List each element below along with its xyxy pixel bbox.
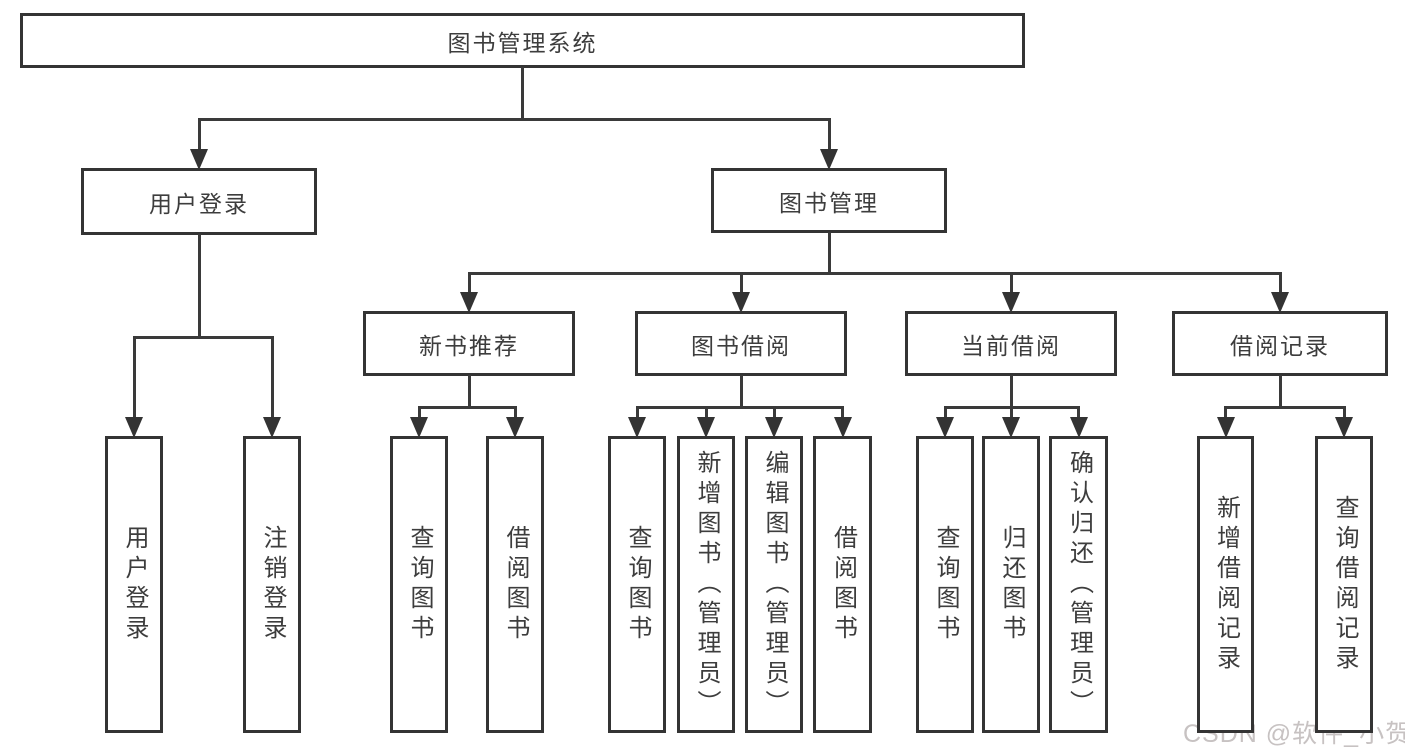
connector-stem-current-borrow (1009, 375, 1013, 408)
connector-bar-user-login (132, 336, 274, 339)
arrow-down-icon-leaf-bb-query (628, 417, 646, 438)
connector-drop-user-login (197, 118, 201, 150)
node-leaf-user-login: 用户登录 (105, 436, 163, 733)
arrow-down-icon-leaf-nbr-query (410, 417, 428, 438)
node-label-current-borrow: 当前借阅 (961, 332, 1061, 359)
arrow-down-icon-book-borrow (732, 292, 750, 313)
node-label-leaf-br-query: 查询借阅记录 (1331, 494, 1358, 675)
node-leaf-nbr-borrow: 借阅图书 (486, 436, 544, 733)
arrow-down-icon-user-login (190, 149, 208, 170)
node-label-leaf-logout: 注销登录 (259, 524, 286, 645)
node-leaf-cb-query: 查询图书 (916, 436, 974, 733)
connector-stem-new-book-rec (467, 375, 471, 408)
connector-bar-book-mgmt (467, 272, 1282, 275)
connector-drop-book-mgmt (827, 118, 831, 150)
node-leaf-bb-edit: 编辑图书（管理员） (745, 436, 803, 733)
node-label-leaf-br-add: 新增借阅记录 (1212, 494, 1240, 675)
connector-drop-leaf-logout (270, 336, 274, 418)
node-book-mgmt: 图书管理 (711, 168, 947, 233)
node-label-leaf-cb-return: 归还图书 (998, 524, 1025, 645)
node-leaf-cb-return: 归还图书 (982, 436, 1040, 733)
node-label-leaf-bb-query: 查询图书 (624, 524, 651, 645)
arrow-down-icon-leaf-bb-borrow (833, 417, 852, 438)
node-label-user-login: 用户登录 (149, 190, 249, 217)
connector-drop-leaf-bb-add (704, 406, 708, 418)
node-label-leaf-nbr-borrow: 借阅图书 (502, 524, 529, 645)
connector-drop-book-borrow (739, 272, 743, 293)
connector-stem-book-borrow (739, 375, 743, 408)
arrow-down-icon-borrow-records (1271, 292, 1289, 313)
connector-drop-leaf-user-login (132, 336, 136, 418)
node-leaf-bb-borrow: 借阅图书 (813, 436, 872, 733)
node-label-leaf-bb-add: 新增图书（管理员） (693, 449, 720, 720)
node-leaf-cb-confirm: 确认归还（管理员） (1049, 436, 1108, 733)
arrow-down-icon-leaf-br-query (1335, 417, 1353, 438)
arrow-down-icon-current-borrow (1002, 292, 1020, 313)
node-label-leaf-bb-edit: 编辑图书（管理员） (761, 449, 788, 720)
node-new-book-rec: 新书推荐 (363, 311, 575, 376)
node-label-leaf-user-login: 用户登录 (121, 524, 148, 645)
node-label-leaf-cb-confirm: 确认归还（管理员） (1065, 449, 1093, 720)
node-borrow-records: 借阅记录 (1172, 311, 1388, 376)
arrow-down-icon-leaf-logout (263, 417, 281, 438)
arrow-down-icon-leaf-br-add (1216, 417, 1235, 438)
node-current-borrow: 当前借阅 (905, 311, 1117, 376)
connector-drop-leaf-br-add (1224, 406, 1227, 418)
connector-bar-borrow-records (1224, 406, 1346, 409)
connector-bar-book-borrow (635, 406, 844, 409)
connector-drop-leaf-bb-borrow (841, 406, 844, 418)
connector-drop-leaf-cb-query (943, 406, 947, 418)
connector-drop-leaf-cb-return (1009, 406, 1013, 418)
connector-stem-book-mgmt (827, 232, 831, 274)
connector-drop-borrow-records (1278, 272, 1282, 293)
node-label-leaf-nbr-query: 查询图书 (406, 524, 433, 645)
arrow-down-icon-leaf-bb-add (697, 417, 715, 438)
node-label-leaf-bb-borrow: 借阅图书 (829, 524, 857, 645)
node-book-borrow: 图书借阅 (635, 311, 847, 376)
node-label-book-mgmt: 图书管理 (779, 189, 879, 216)
node-leaf-bb-add: 新增图书（管理员） (677, 436, 735, 733)
connector-drop-leaf-nbr-query (417, 406, 421, 418)
connector-bar-new-book-rec (417, 406, 517, 409)
node-root: 图书管理系统 (20, 13, 1025, 68)
node-leaf-nbr-query: 查询图书 (390, 436, 448, 733)
connector-bar-root (197, 118, 831, 121)
connector-drop-leaf-br-query (1342, 406, 1346, 418)
connector-drop-leaf-bb-query (635, 406, 639, 418)
arrow-down-icon-leaf-cb-confirm (1069, 417, 1088, 438)
node-leaf-br-add: 新增借阅记录 (1197, 436, 1254, 733)
connector-stem-borrow-records (1278, 375, 1282, 408)
node-user-login: 用户登录 (81, 168, 317, 235)
node-label-borrow-records: 借阅记录 (1230, 332, 1330, 359)
connector-drop-leaf-cb-confirm (1077, 406, 1080, 418)
connector-drop-current-borrow (1009, 272, 1013, 293)
connector-drop-leaf-nbr-borrow (513, 406, 517, 418)
arrow-down-icon-book-mgmt (820, 149, 838, 170)
arrow-down-icon-leaf-bb-edit (765, 417, 783, 438)
arrow-down-icon-leaf-cb-return (1002, 417, 1020, 438)
node-leaf-logout: 注销登录 (243, 436, 301, 733)
arrow-down-icon-leaf-nbr-borrow (506, 417, 524, 438)
node-leaf-bb-query: 查询图书 (608, 436, 666, 733)
connector-drop-new-book-rec (467, 272, 471, 293)
connector-drop-leaf-bb-edit (772, 406, 776, 418)
connector-stem-root (521, 67, 524, 120)
node-label-leaf-cb-query: 查询图书 (932, 524, 959, 645)
node-label-root: 图书管理系统 (447, 29, 598, 56)
arrow-down-icon-leaf-cb-query (936, 417, 954, 438)
arrow-down-icon-leaf-user-login (125, 417, 143, 438)
connector-stem-user-login (197, 234, 201, 338)
arrow-down-icon-new-book-rec (460, 292, 478, 313)
node-label-new-book-rec: 新书推荐 (419, 332, 519, 359)
node-leaf-br-query: 查询借阅记录 (1315, 436, 1373, 733)
node-label-book-borrow: 图书借阅 (691, 332, 791, 359)
